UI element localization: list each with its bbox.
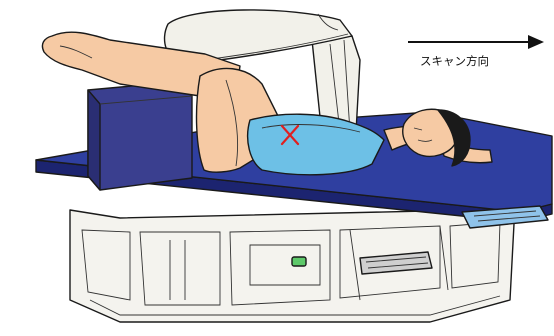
- leg-support-block: [88, 82, 192, 190]
- base-indicator-light: [292, 257, 306, 266]
- scan-direction: スキャン方向: [408, 35, 544, 68]
- scan-direction-label: スキャン方向: [420, 54, 489, 68]
- scanner-base: [70, 205, 515, 322]
- scan-direction-arrowhead: [528, 35, 544, 49]
